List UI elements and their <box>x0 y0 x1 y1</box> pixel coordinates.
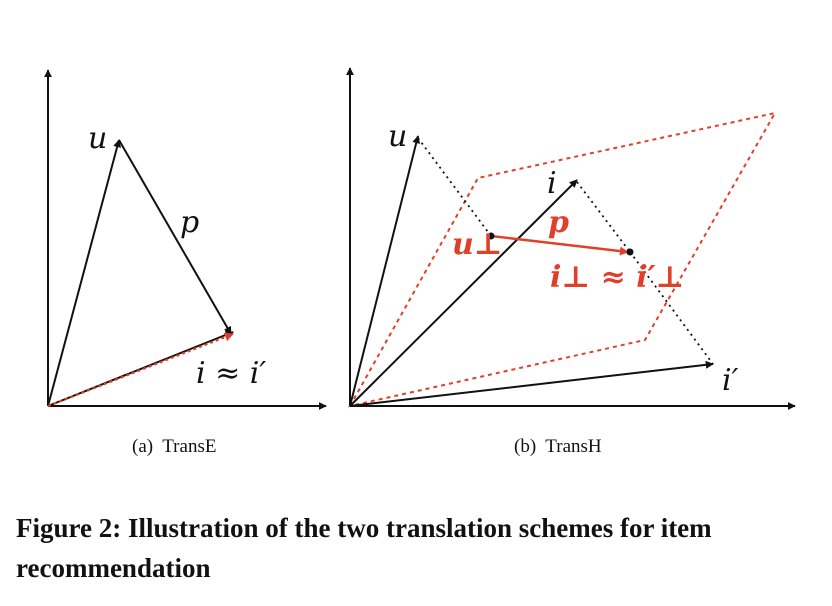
panel-a-vector-p <box>118 139 232 335</box>
panel-a-label-p: p <box>180 205 199 240</box>
panel-b-label-p: p <box>548 205 569 240</box>
panel-a-caption: (a) TransE <box>132 436 216 457</box>
panel-b-label-u: u <box>388 119 407 154</box>
figure-caption: Figure 2: Illustration of the two transl… <box>16 513 712 583</box>
panel-b-vector-i-prime <box>349 360 714 407</box>
panel-b-label-i-prime: i′ <box>722 363 739 398</box>
panel-b-vector-p <box>490 234 629 256</box>
panel-a-transe: u p i ≈ i′ (a) TransE <box>44 69 327 457</box>
panel-a-label-u: u <box>88 121 107 156</box>
panel-b-point-i-perp <box>626 248 634 256</box>
panel-b-label-u-perp: u⊥ <box>452 227 503 262</box>
panel-b-caption: (b) TransH <box>514 436 602 457</box>
panel-b-label-i: i <box>547 166 557 201</box>
panel-a-vector-i <box>47 330 234 407</box>
panel-b-vector-i <box>349 179 578 407</box>
panel-b-vector-u <box>349 135 421 407</box>
translation-schemes-diagram: u p i ≈ i′ (a) TransE u i i′ u⊥ p i⊥ ≈ i… <box>44 67 796 457</box>
panel-b-point-u-perp <box>487 232 495 240</box>
panel-b-projection-u <box>417 137 492 237</box>
panel-a-vector-u <box>47 139 122 407</box>
panel-b-projection-i <box>576 181 631 253</box>
panel-a-label-equivalence: i ≈ i′ <box>196 356 266 391</box>
panel-b-label-equivalence: i⊥ ≈ i′⊥ <box>550 260 684 295</box>
panel-b-transh: u i i′ u⊥ p i⊥ ≈ i′⊥ (b) TransH <box>346 67 796 457</box>
